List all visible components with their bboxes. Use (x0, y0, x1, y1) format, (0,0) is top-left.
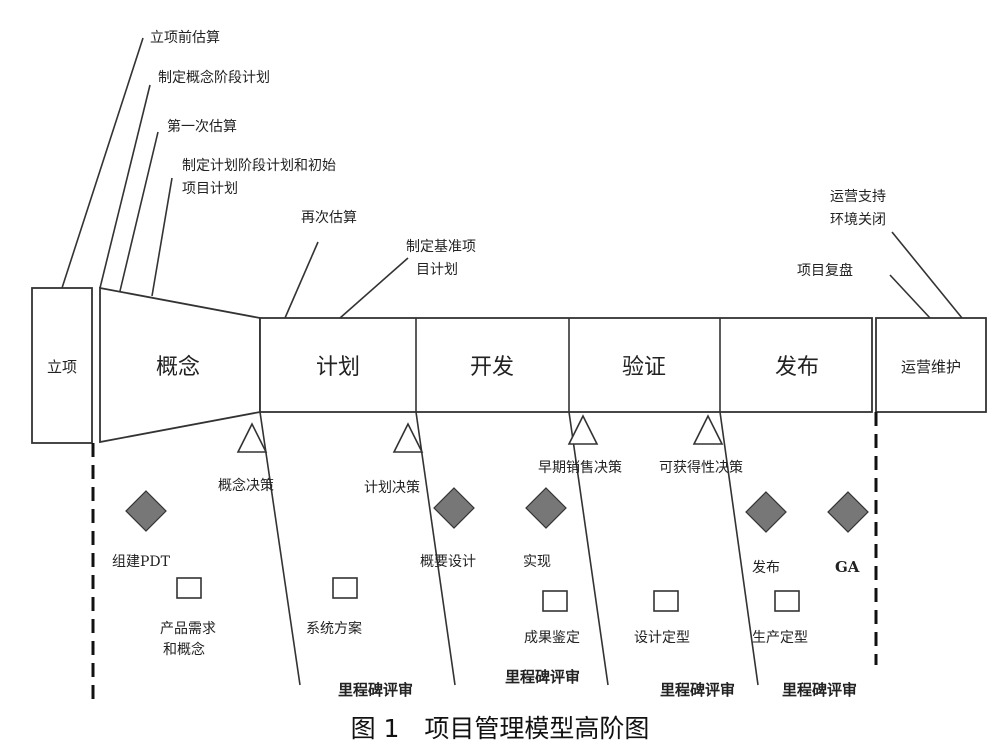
decision-availability: 可获得性决策 (659, 459, 743, 476)
phase-label-plan: 计划 (316, 355, 360, 380)
leader-line (284, 241, 319, 319)
decision-triangle-icon (567, 414, 599, 445)
deliverable-production-finalize: 生产定型 (752, 630, 808, 646)
phase-label-verify: 验证 (622, 355, 666, 380)
milestone-pdt: 组建PDT (112, 554, 171, 570)
phase-label-initiation: 立项 (47, 358, 77, 376)
leader-line (891, 231, 963, 319)
leader-line (151, 177, 173, 297)
milestone-diamond-icon (745, 491, 787, 533)
milestone-implementation: 实现 (523, 554, 551, 570)
annotation-project-review: 项目复盘 (797, 262, 853, 279)
deliverable-system-solution: 系统方案 (306, 620, 362, 637)
review-line (259, 411, 301, 686)
milestone-review-2: 里程碑评审 (505, 668, 580, 686)
milestone-review-4: 里程碑评审 (782, 681, 857, 699)
deliverable-square-icon (542, 590, 568, 612)
decision-plan: 计划决策 (364, 479, 420, 496)
annotation-concept-plan: 制定概念阶段计划 (158, 69, 270, 86)
figure-caption: 图 1 项目管理模型高阶图 (351, 714, 650, 743)
review-line (719, 411, 759, 686)
leader-line (889, 274, 931, 319)
deliverable-design-finalize: 设计定型 (634, 630, 690, 646)
leader-line (339, 257, 409, 319)
milestone-outline-design: 概要设计 (420, 554, 476, 570)
milestone-review-1: 里程碑评审 (338, 681, 413, 699)
deliverable-result-appraisal: 成果鉴定 (524, 630, 580, 646)
milestone-diamond-icon (525, 487, 567, 529)
milestone-diamond-icon (125, 490, 167, 532)
decision-triangle-icon (392, 422, 424, 453)
annotation-baseline-2: 目计划 (416, 262, 458, 278)
operations-box (875, 317, 987, 413)
deliverable-square-icon (176, 577, 202, 599)
annotation-first-estimate: 第一次估算 (167, 118, 237, 135)
milestone-release: 发布 (752, 560, 780, 576)
deliverable-square-icon (332, 577, 358, 599)
deliverable-requirements-2: 和概念 (163, 641, 205, 658)
milestone-diamond-icon (827, 491, 869, 533)
main-phase-bar (259, 317, 873, 413)
annotation-pre-estimate: 立项前估算 (150, 29, 220, 46)
annotation-re-estimate: 再次估算 (301, 210, 357, 226)
leader-line (61, 37, 144, 289)
deliverable-square-icon (653, 590, 679, 612)
annotation-plan-stage-1: 制定计划阶段计划和初始 (182, 157, 336, 174)
phase-label-operations: 运营维护 (901, 358, 961, 376)
annotation-ops-support-2: 环境关闭 (830, 212, 886, 228)
phase-label-develop: 开发 (470, 355, 514, 380)
decision-early-sales: 早期销售决策 (538, 459, 622, 476)
decision-triangle-icon (692, 414, 724, 445)
milestone-diamond-icon (433, 487, 475, 529)
leader-line (119, 131, 159, 292)
review-line (568, 411, 609, 686)
milestone-ga: GA (835, 558, 860, 576)
annotation-ops-support-1: 运营支持 (830, 189, 886, 205)
phase-label-release: 发布 (775, 355, 819, 380)
leader-line (99, 84, 151, 289)
decision-triangle-icon (236, 422, 268, 453)
decision-concept: 概念决策 (218, 477, 274, 494)
annotation-baseline-1: 制定基准项 (406, 238, 476, 255)
deliverable-requirements-1: 产品需求 (160, 621, 216, 637)
phase-label-concept: 概念 (156, 355, 200, 380)
milestone-review-3: 里程碑评审 (660, 681, 735, 699)
annotation-plan-stage-2: 项目计划 (182, 181, 238, 197)
initiation-box (31, 287, 93, 444)
deliverable-square-icon (774, 590, 800, 612)
review-line (415, 411, 456, 686)
